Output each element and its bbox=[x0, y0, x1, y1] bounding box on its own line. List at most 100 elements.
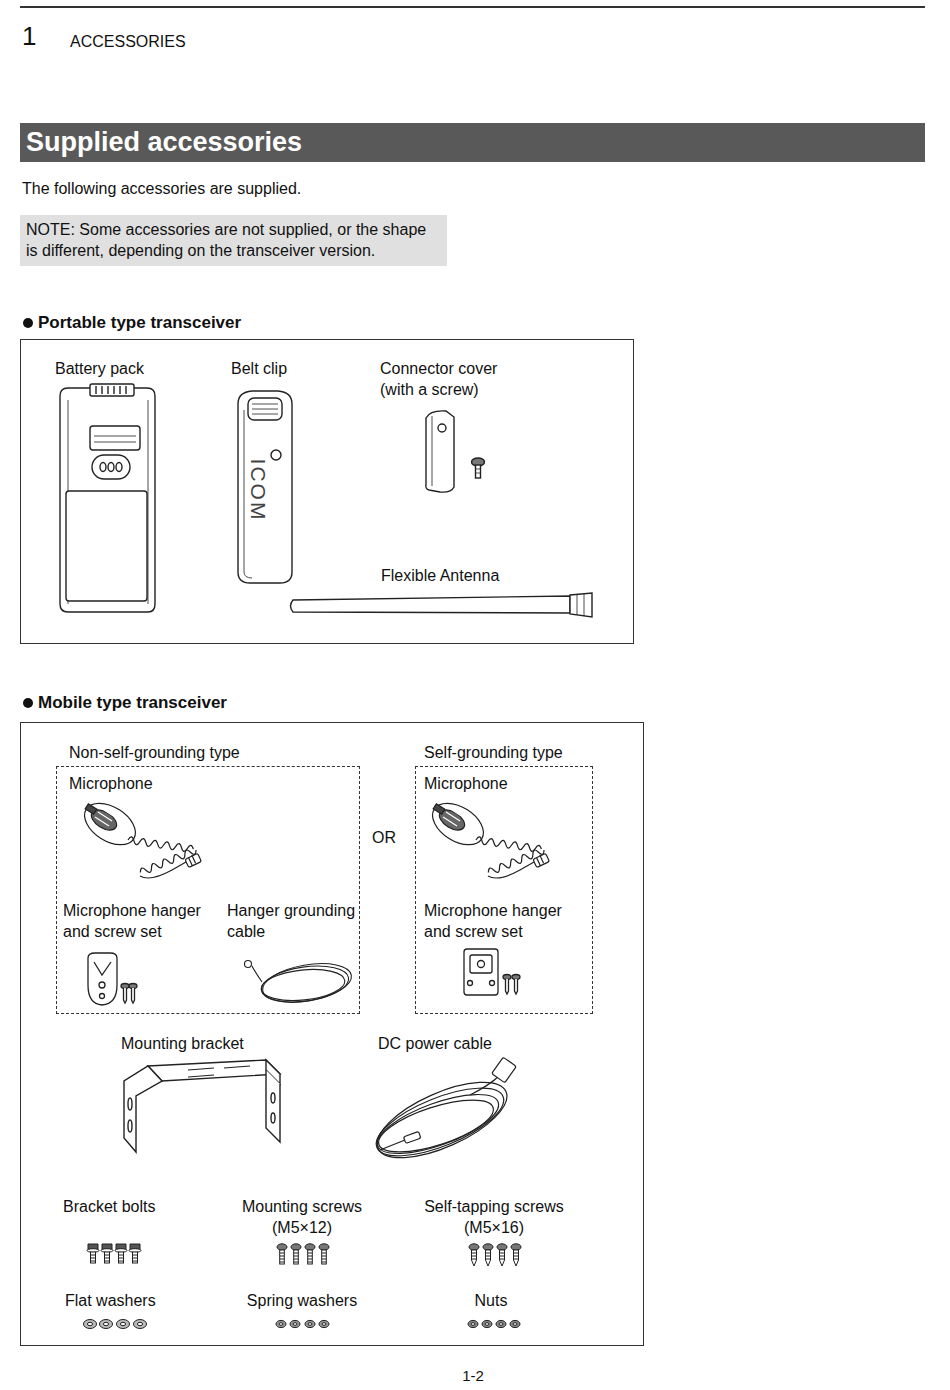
panel-border bbox=[56, 766, 360, 1014]
belt-clip-drawing bbox=[252, 404, 278, 414]
nuts-drawing bbox=[496, 1320, 506, 1327]
microphone-hanger-drawing bbox=[94, 962, 111, 975]
mounting-bracket-drawing bbox=[271, 1093, 275, 1103]
microphone-hanger-drawing bbox=[515, 979, 518, 994]
mounting-screws-drawing bbox=[305, 1244, 315, 1264]
microphone-hanger-drawing bbox=[100, 994, 105, 999]
dc-power-cable-drawing bbox=[367, 1067, 517, 1173]
panel-border bbox=[415, 766, 593, 1014]
dc-power-cable-drawing bbox=[373, 1089, 499, 1162]
logo-text: ICOM bbox=[246, 450, 270, 530]
nuts-drawing bbox=[468, 1320, 520, 1327]
bracket-bolts-drawing bbox=[129, 1244, 141, 1263]
dc-power-cable-drawing bbox=[470, 1075, 500, 1095]
battery-pack-drawing bbox=[90, 384, 134, 396]
part-name: Belt clip bbox=[231, 358, 287, 379]
mounting-bracket-drawing bbox=[128, 1098, 132, 1110]
connector-cover-drawing bbox=[426, 411, 454, 492]
mounting-screws-drawing bbox=[319, 1244, 329, 1264]
part-name: Microphone hanger and screw set bbox=[63, 900, 223, 942]
antenna-drawing bbox=[291, 596, 571, 613]
microphone-hanger-drawing bbox=[478, 961, 485, 968]
microphone-drawing bbox=[425, 795, 549, 878]
grounding-cable-drawing bbox=[252, 966, 262, 982]
bullet bbox=[23, 698, 33, 708]
antenna-drawing bbox=[291, 593, 593, 617]
panel-border bbox=[20, 722, 644, 1346]
spring-washers-drawing bbox=[305, 1320, 315, 1327]
part-name: Nuts bbox=[441, 1290, 541, 1311]
microphone-hanger-drawing bbox=[99, 982, 105, 988]
bracket-bolts-drawing bbox=[87, 1244, 99, 1263]
intro-text: The following accessories are supplied. bbox=[22, 178, 301, 199]
connector-cover-drawing bbox=[438, 424, 446, 432]
antenna-drawing bbox=[570, 593, 592, 617]
microphone-hanger-drawing bbox=[129, 984, 137, 989]
grounding-cable-drawing bbox=[245, 957, 355, 1008]
spring-washers-drawing bbox=[276, 1320, 329, 1327]
battery-pack-drawing bbox=[66, 491, 147, 601]
part-name: Microphone bbox=[424, 773, 508, 794]
microphone-drawing bbox=[77, 795, 201, 878]
flat-washers-drawing bbox=[117, 1320, 130, 1329]
mounting-bracket-drawing bbox=[271, 1113, 275, 1123]
antenna-drawing bbox=[577, 594, 584, 616]
belt-clip-drawing bbox=[238, 391, 292, 583]
belt-clip-drawing bbox=[271, 450, 281, 460]
option-word: OR bbox=[372, 827, 396, 848]
mounting-screws-drawing bbox=[277, 1244, 329, 1264]
mounting-bracket-drawing bbox=[128, 1120, 132, 1132]
dc-power-cable-drawing bbox=[380, 1140, 405, 1150]
battery-pack-drawing bbox=[108, 463, 114, 472]
microphone-hanger-drawing bbox=[470, 955, 492, 973]
part-name: Spring washers bbox=[232, 1290, 372, 1311]
flat-washers-drawing bbox=[84, 1320, 97, 1329]
tapping-screws-drawing bbox=[469, 1244, 521, 1266]
microphone-hanger-drawing bbox=[121, 984, 129, 989]
panel-heading: Self-grounding type bbox=[424, 742, 563, 763]
spring-washers-drawing bbox=[290, 1320, 300, 1327]
battery-pack-drawing bbox=[90, 426, 140, 450]
microphone-hanger-drawing bbox=[503, 975, 511, 980]
part-name: Connector cover (with a screw) bbox=[380, 358, 530, 400]
bracket-bolts-drawing bbox=[87, 1244, 141, 1263]
grounding-cable-drawing bbox=[260, 957, 355, 1008]
mounting-bracket-drawing bbox=[266, 1070, 280, 1142]
microphone-hanger-drawing bbox=[88, 953, 137, 1005]
part-name: Mounting screws (M5×12) bbox=[232, 1196, 372, 1238]
panel-heading: Portable type transceiver bbox=[38, 312, 241, 333]
microphone-hanger-drawing bbox=[124, 988, 127, 1003]
connector-cover-drawing bbox=[476, 465, 481, 478]
spring-washers-drawing bbox=[319, 1320, 329, 1327]
tapping-screws-drawing bbox=[497, 1244, 507, 1266]
tapping-screws-drawing bbox=[469, 1244, 479, 1266]
part-name: Flexible Antenna bbox=[381, 565, 499, 586]
nuts-drawing bbox=[468, 1320, 478, 1327]
chapter-name: ACCESSORIES bbox=[70, 31, 186, 52]
battery-pack-drawing bbox=[100, 463, 106, 472]
battery-pack-drawing bbox=[96, 386, 126, 394]
tapping-screws-drawing bbox=[483, 1244, 493, 1266]
battery-pack-drawing bbox=[60, 388, 155, 612]
part-name: Battery pack bbox=[55, 358, 144, 379]
chapter-number: 1 bbox=[22, 21, 36, 51]
part-name: Hanger grounding cable bbox=[227, 900, 359, 942]
part-name: Flat washers bbox=[65, 1290, 156, 1311]
battery-pack-drawing bbox=[116, 463, 122, 472]
mounting-screws-drawing bbox=[291, 1244, 301, 1264]
connector-cover-drawing bbox=[476, 469, 481, 473]
grounding-cable-drawing bbox=[245, 961, 252, 968]
part-name: DC power cable bbox=[378, 1033, 492, 1054]
tapping-screws-drawing bbox=[511, 1244, 521, 1266]
bullet bbox=[23, 318, 33, 328]
microphone-drawing bbox=[425, 795, 549, 878]
section-title: Supplied accessories bbox=[20, 123, 925, 162]
bracket-bolts-drawing bbox=[115, 1244, 127, 1263]
note-box: NOTE: Some accessories are not supplied,… bbox=[20, 215, 447, 266]
bracket-bolts-drawing bbox=[101, 1244, 113, 1263]
mounting-screws-drawing bbox=[277, 1244, 287, 1264]
header-rule bbox=[20, 6, 925, 8]
battery-pack-drawing bbox=[94, 436, 136, 442]
panel-heading: Non-self-grounding type bbox=[69, 742, 240, 763]
